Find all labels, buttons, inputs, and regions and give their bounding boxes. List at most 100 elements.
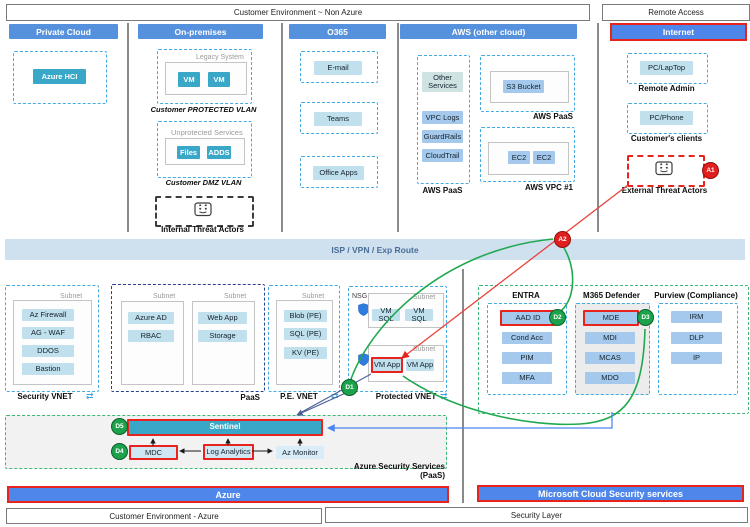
kv-pe-node: KV (PE) (284, 347, 327, 359)
azure-bottom-bar: Azure (7, 486, 449, 503)
badge-d2: D2 (549, 309, 566, 326)
vm-app-node: VM App (406, 359, 434, 371)
irm-node: IRM (671, 311, 722, 323)
ddos-node: DDOS (22, 345, 74, 357)
cloudtrail-node: CloudTrail (422, 149, 463, 162)
divider (127, 23, 129, 232)
ec2-node: EC2 (508, 151, 530, 164)
sentinel-node: Sentinel (127, 419, 323, 436)
az-firewall-node: Az Firewall (22, 309, 74, 321)
protected-vlan-label: Customer PROTECTED VLAN (150, 105, 257, 114)
s3-bucket-node: S3 Bucket (503, 80, 544, 93)
internet-bar: Internet (610, 23, 747, 41)
badge-d3: D3 (637, 309, 654, 326)
vnet-peering-icon: ⇄ (331, 391, 339, 401)
badge-a1: A1 (702, 162, 719, 179)
threat-actor-icon (194, 202, 212, 217)
vm-sql-node: VM SQL (372, 307, 400, 322)
pe-vnet-label: P.E. VNET (280, 392, 318, 401)
defender-header: M365 Defender (583, 291, 640, 300)
security-vnet-group (5, 285, 99, 392)
divider (597, 23, 599, 232)
customer-env-azure-bar: Customer Environment - Azure (6, 508, 322, 524)
pim-node: PIM (502, 352, 552, 364)
purview-header: Purview (Compliance) (654, 291, 738, 300)
office-apps-group (300, 156, 378, 188)
azure-hci-node: Azure HCI (33, 69, 86, 84)
customers-clients-label: Customer's clients (630, 134, 703, 143)
teams-node: Teams (314, 112, 362, 126)
email-node: E-mail (314, 61, 362, 75)
external-threat-label: External Threat Actors (621, 186, 708, 195)
vnet-peering-icon: ⇄ (86, 391, 94, 401)
divider (397, 23, 399, 232)
vm-node: VM (178, 72, 200, 87)
subnet-label: Subnet (153, 293, 176, 300)
ag-waf-node: AG - WAF (22, 327, 74, 339)
azure-security-services-label: Azure Security Services (353, 462, 445, 471)
email-group (300, 51, 378, 83)
badge-a2: A2 (554, 231, 571, 248)
subnet-label: Subnet (413, 294, 436, 301)
aad-id-node-highlight: AAD ID (500, 310, 556, 326)
badge-d4: D4 (111, 443, 128, 460)
teams-group (300, 102, 378, 134)
web-app-node: Web App (198, 312, 247, 324)
ms-cloud-bottom-bar: Microsoft Cloud Security services (477, 485, 744, 502)
protected-vlan-group (157, 49, 252, 104)
vnet-peering-icon: ⇄ (440, 391, 448, 401)
aws-paas-left-label: AWS PaaS (422, 186, 463, 195)
cond-acc-node: Cond Acc (502, 332, 552, 344)
badge-d5: D5 (111, 418, 128, 435)
azure-ad-node: Azure AD (128, 312, 174, 324)
isp-vpn-bar: ISP / VPN / Exp Route (5, 239, 745, 260)
internal-threat-label: Internal Threat Actors (161, 225, 244, 234)
guardrails-node: GuardRails (422, 130, 463, 143)
sql-pe-node: SQL (PE) (284, 328, 327, 340)
nsg-label: NSG (352, 293, 368, 300)
badge-d1: D1 (341, 379, 358, 396)
security-vnet-label: Security VNET (17, 392, 73, 401)
az-monitor-node: Az Monitor (276, 446, 324, 459)
bastion-node: Bastion (22, 363, 74, 375)
customer-env-non-azure-bar: Customer Environment ~ Non Azure (6, 4, 590, 21)
adds-node: ADDS (207, 146, 231, 159)
aws-vpc-label: AWS VPC #1 (524, 183, 573, 192)
azure-security-services-paas-label: (PaaS) (420, 471, 445, 480)
mdc-node: MDC (129, 445, 178, 460)
subnet-label: Subnet (60, 293, 83, 300)
pc-phone-node: PC/Phone (640, 111, 693, 125)
rbac-node: RBAC (128, 330, 174, 342)
legacy-system-label: Legacy System (196, 54, 244, 61)
divider (462, 269, 464, 503)
security-layer-bar: Security Layer (325, 507, 748, 523)
mfa-node: MFA (502, 372, 552, 384)
mcas-node: MCAS (585, 352, 635, 364)
remote-access-bar: Remote Access (602, 4, 750, 21)
entra-header: ENTRA (512, 291, 540, 300)
vpc-logs-node: VPC Logs (422, 111, 463, 124)
threat-actor-icon (655, 161, 673, 176)
aws-paas-right-label: AWS PaaS (532, 112, 573, 121)
on-premises-header: On-premises (138, 24, 263, 39)
blob-pe-node: Blob (PE) (284, 310, 327, 322)
dmz-vlan-group (157, 121, 252, 178)
storage-node: Storage (198, 330, 247, 342)
aws-paas-left-group (417, 55, 470, 184)
private-cloud-header: Private Cloud (9, 24, 118, 39)
pc-laptop-group (627, 53, 708, 84)
nsg-shield-icon (358, 353, 369, 366)
vm-node: VM (208, 72, 230, 87)
pc-laptop-node: PC/LapTop (640, 61, 693, 75)
mde-node-highlight: MDE (583, 310, 639, 326)
ec2-box (488, 142, 569, 175)
office-apps-node: Office Apps (313, 166, 364, 180)
files-node: Files (177, 146, 200, 159)
purview-box (658, 303, 738, 395)
mdo-node: MDO (585, 372, 635, 384)
internal-threat-box (155, 196, 254, 227)
log-analytics-node: Log Analytics (203, 444, 254, 460)
ec2-node: EC2 (533, 151, 555, 164)
subnet-label: Subnet (413, 346, 436, 353)
